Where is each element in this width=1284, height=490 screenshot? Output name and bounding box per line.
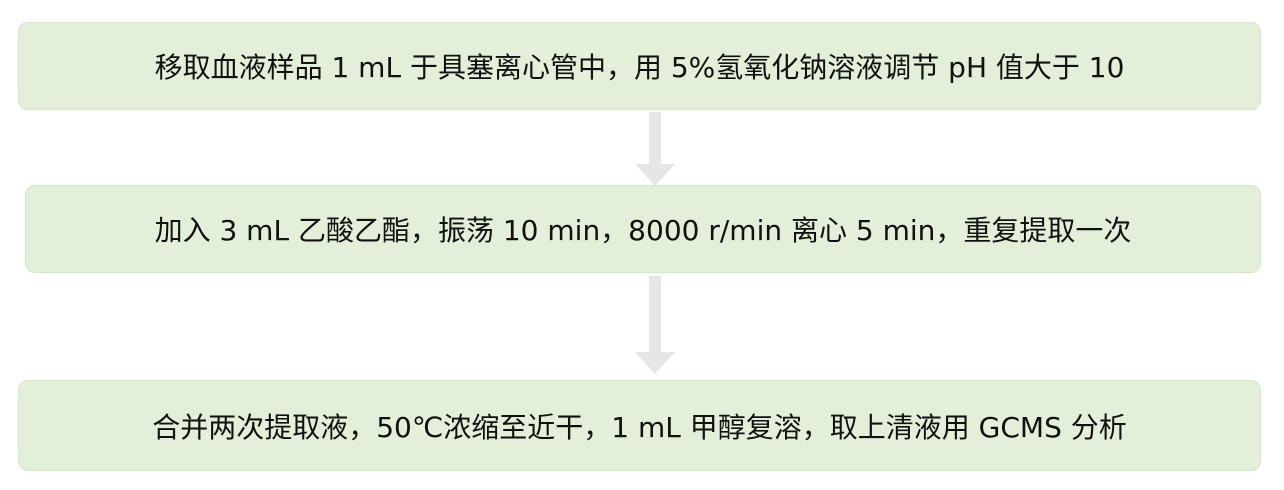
down-arrow-2-head [635, 352, 675, 374]
flow-step-3-text: 合并两次提取液，50℃浓缩至近干，1 mL 甲醇复溶，取上清液用 GCMS 分析 [152, 410, 1127, 444]
flow-step-2-text: 加入 3 mL 乙酸乙酯，振荡 10 min，8000 r/min 离心 5 m… [154, 214, 1132, 247]
down-arrow-2 [635, 276, 675, 374]
flow-step-1: 移取血液样品 1 mL 于具塞离心管中，用 5%氢氧化钠溶液调节 pH 值大于 … [18, 22, 1261, 110]
down-arrow-2-shaft [649, 276, 661, 352]
flow-step-3: 合并两次提取液，50℃浓缩至近干，1 mL 甲醇复溶，取上清液用 GCMS 分析 [18, 380, 1261, 471]
flow-step-1-text: 移取血液样品 1 mL 于具塞离心管中，用 5%氢氧化钠溶液调节 pH 值大于 … [154, 51, 1125, 84]
down-arrow-1-shaft [649, 112, 661, 164]
flow-step-2: 加入 3 mL 乙酸乙酯，振荡 10 min，8000 r/min 离心 5 m… [25, 185, 1261, 273]
down-arrow-1 [635, 112, 675, 186]
down-arrow-1-head [635, 164, 675, 186]
